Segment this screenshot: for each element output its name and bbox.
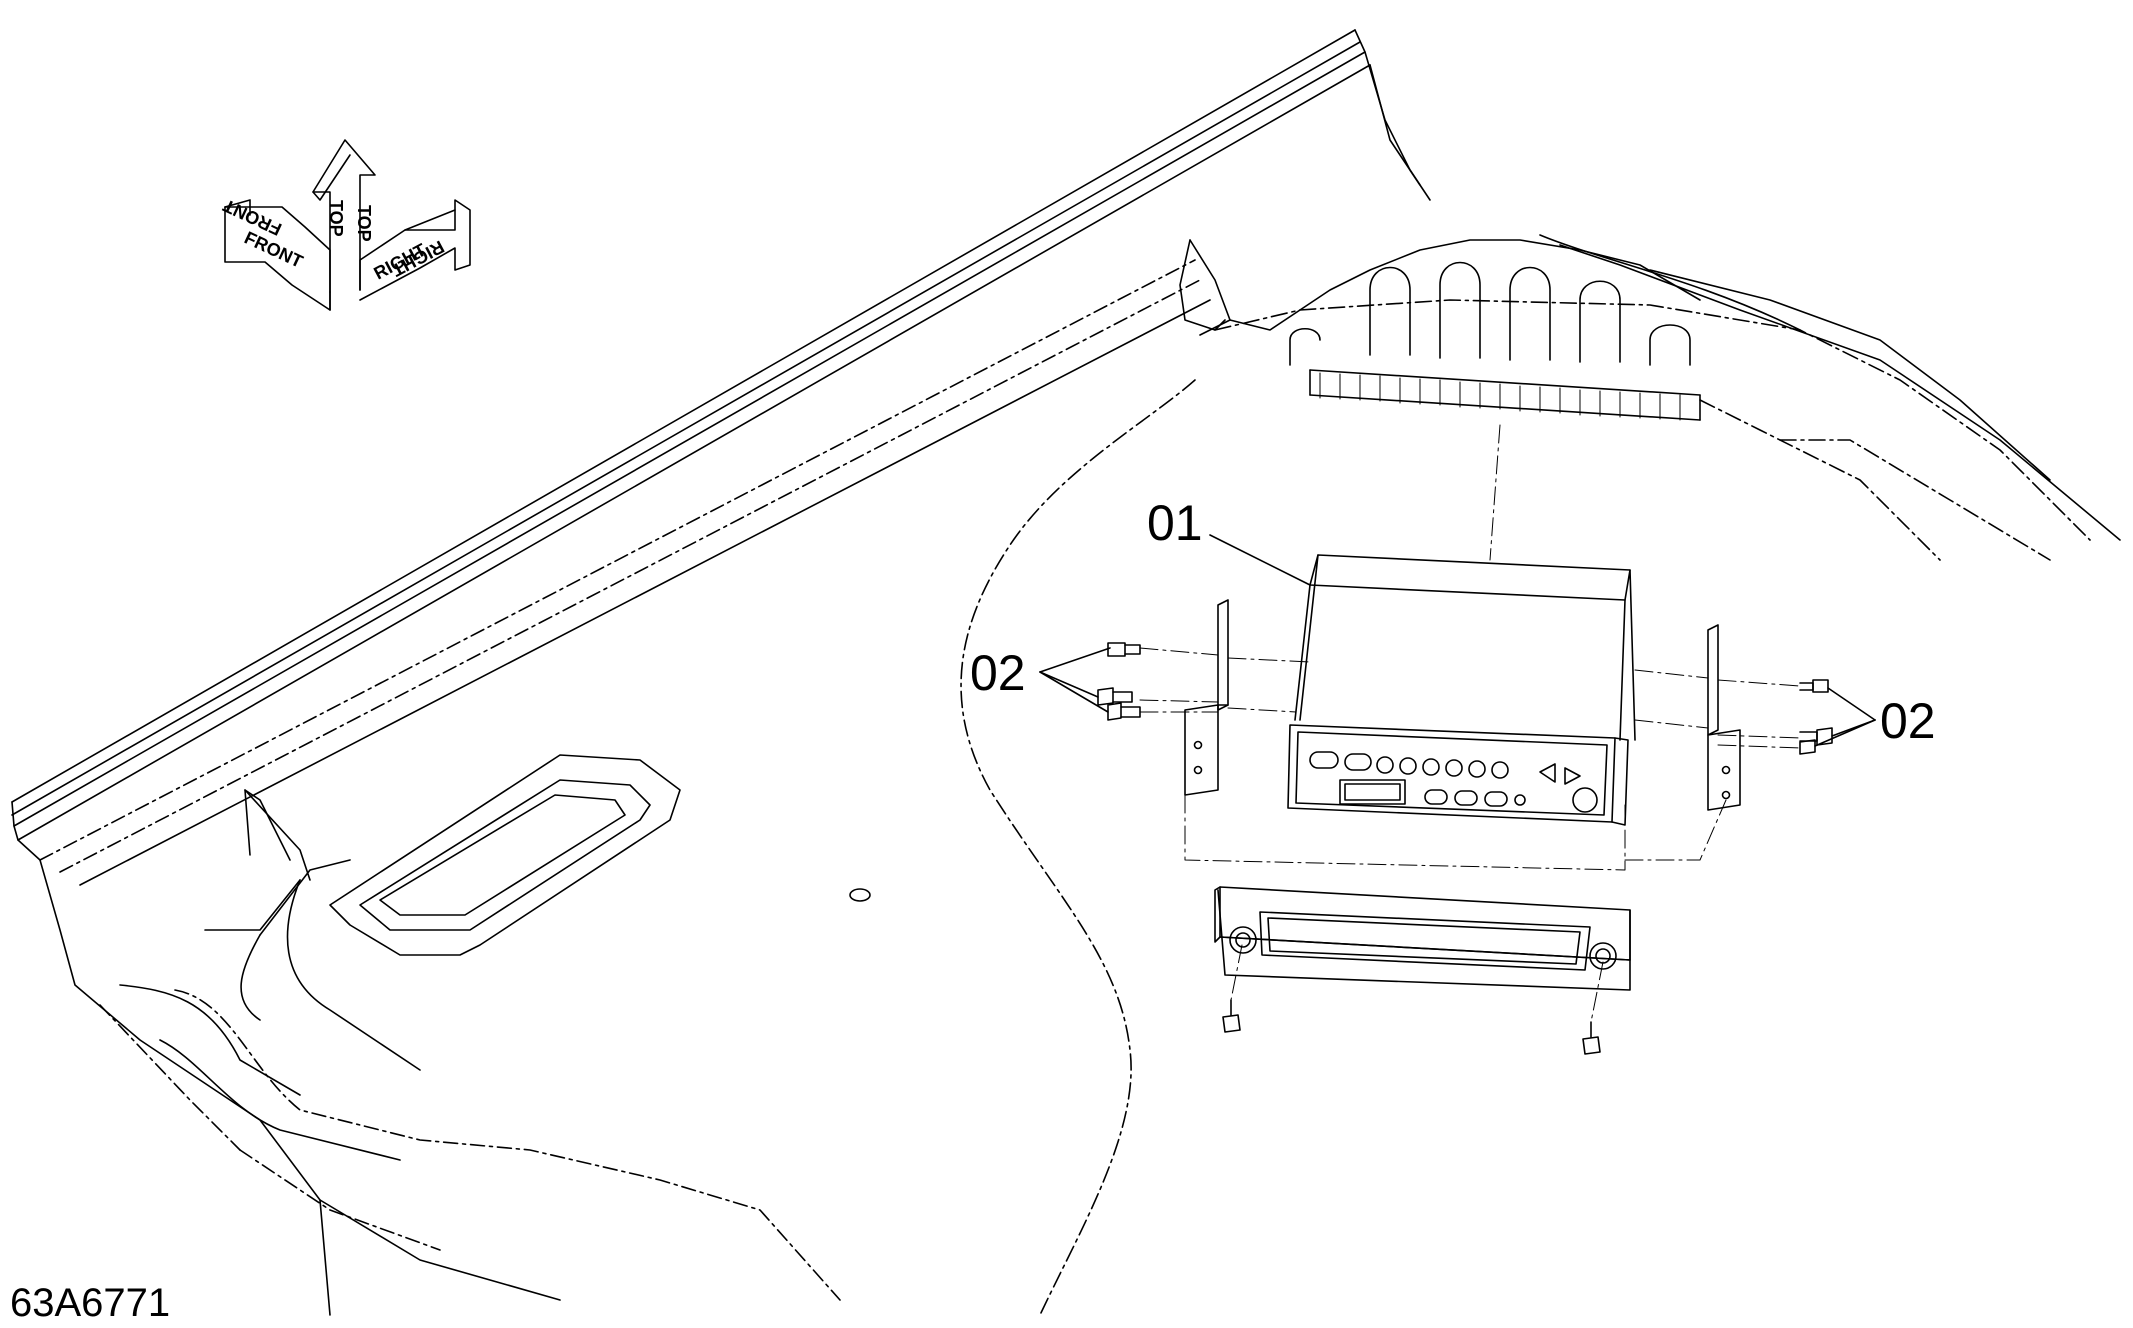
trim-bezel [1214, 886, 1631, 1055]
right-mounting-bracket [1707, 624, 1741, 811]
left-mounting-bracket [1184, 599, 1229, 796]
callout-02-right: 02 [1880, 693, 1936, 749]
roof-vent-grille [1179, 239, 1701, 421]
callout-02-left: 02 [970, 645, 1026, 701]
headliner-panel [11, 29, 2121, 1316]
callout-01: 01 [1147, 495, 1203, 551]
screws-right [1799, 679, 1833, 755]
top-label-left: TOP [326, 200, 346, 237]
top-label-right: TOP [354, 205, 374, 242]
right-arrow [359, 199, 471, 301]
orientation-indicator [224, 139, 471, 311]
leader-02-right-a [1827, 687, 1876, 721]
assembly-lines [1139, 424, 1801, 1023]
leader-02-left-c [1039, 671, 1109, 713]
screws-left [1097, 642, 1141, 721]
radio-unit [1209, 534, 1636, 826]
leader-02-left-a [1039, 647, 1111, 673]
top-arrow [312, 139, 376, 311]
figure-id: 63A6771 [10, 1281, 170, 1323]
overhead-console [204, 754, 871, 1071]
leader-02-left-b [1039, 671, 1099, 698]
orientation-labels: FRONT FRONT TOP TOP RIGHT RIGHT [220, 195, 447, 283]
leader-02-right-c [1814, 719, 1876, 747]
